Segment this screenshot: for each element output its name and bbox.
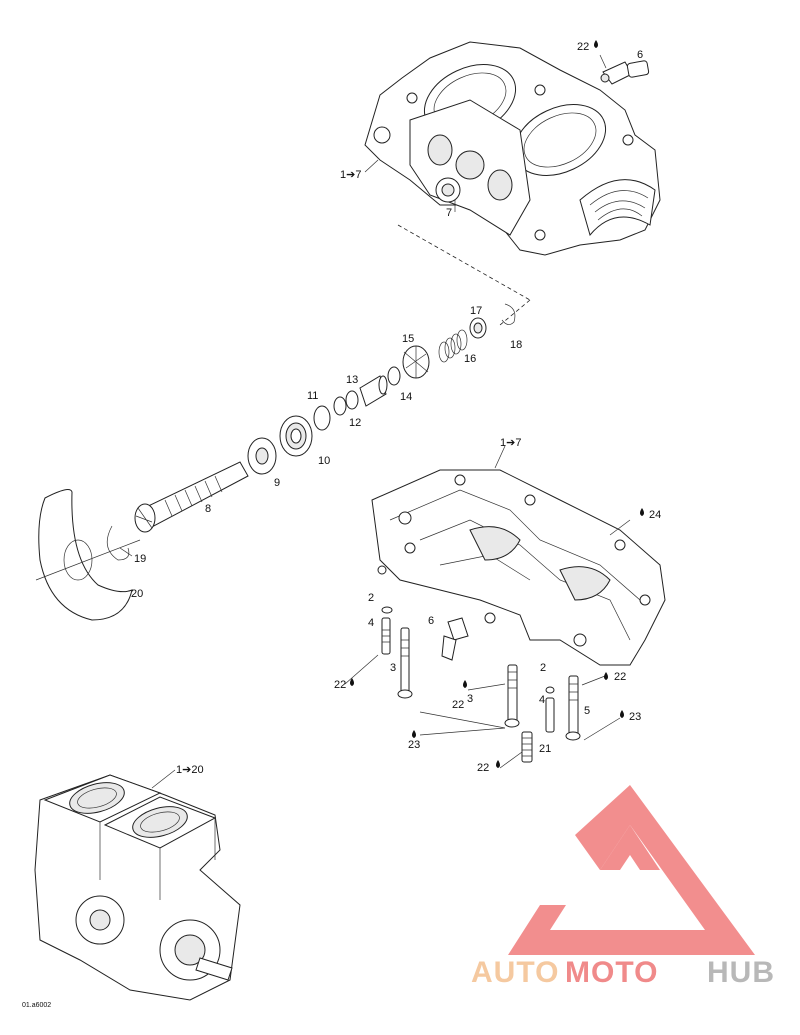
- drop-icon: [412, 730, 416, 738]
- label-22-bottom: 22: [477, 762, 489, 774]
- label-22-right: 22: [614, 671, 626, 683]
- label-3-left: 3: [390, 662, 396, 674]
- label-19: 19: [134, 553, 146, 565]
- automotohub-logo-icon: [508, 785, 755, 955]
- label-17: 17: [470, 305, 482, 317]
- drop-icon: [463, 680, 467, 688]
- label-23-right: 23: [629, 711, 641, 723]
- label-2-left: 2: [368, 592, 374, 604]
- label-2-right: 2: [540, 662, 546, 674]
- watermark-hub: HUB: [707, 956, 775, 989]
- label-22-mid: 22: [452, 699, 464, 711]
- label-20: 20: [131, 588, 143, 600]
- lower-crankcase-drawing: [344, 445, 666, 769]
- label-16: 16: [464, 353, 476, 365]
- label-11: 11: [307, 390, 318, 402]
- label-21: 21: [539, 743, 551, 755]
- label-ref-1-7-top: 1➔7: [340, 169, 361, 181]
- label-24: 24: [649, 509, 661, 521]
- shaft-assembly-drawing: [35, 303, 516, 621]
- label-4-right: 4: [539, 694, 545, 706]
- drop-icon: [350, 678, 354, 686]
- upper-crankcase-drawing: [364, 41, 661, 326]
- label-6-top: 6: [637, 49, 643, 61]
- engine-thumbnail-drawing: [34, 769, 241, 1001]
- drop-icon: [496, 760, 500, 768]
- drop-icon: [604, 672, 608, 680]
- label-23-left: 23: [408, 739, 420, 751]
- drop-icon: [640, 508, 644, 516]
- label-7-top: 7: [446, 207, 452, 219]
- label-13: 13: [346, 374, 358, 386]
- automotohub-watermark: AUTO MOTO HUB: [471, 785, 775, 989]
- label-3-mid: 3: [467, 693, 473, 705]
- label-9: 9: [274, 477, 280, 489]
- label-6-lower: 6: [428, 615, 434, 627]
- label-ref-1-20: 1➔20: [176, 764, 204, 776]
- label-5: 5: [584, 705, 590, 717]
- watermark-moto: MOTO: [565, 956, 658, 989]
- label-22-left: 22: [334, 679, 346, 691]
- label-10: 10: [318, 455, 330, 467]
- document-code: 01.a6002: [22, 1002, 51, 1009]
- label-22-top: 22: [577, 41, 589, 53]
- label-4-left: 4: [368, 617, 374, 629]
- part-labels: 22 6 1➔7 7 17 18 15 16 13 14 11 12 10 9 …: [22, 40, 661, 1009]
- label-18: 18: [510, 339, 522, 351]
- watermark-auto: AUTO: [471, 956, 559, 989]
- drop-icon: [594, 40, 598, 48]
- drop-icon: [620, 710, 624, 718]
- label-ref-1-7-lower: 1➔7: [500, 437, 521, 449]
- label-12: 12: [349, 417, 361, 429]
- label-8: 8: [205, 503, 211, 515]
- label-14: 14: [400, 391, 412, 403]
- label-15: 15: [402, 333, 414, 345]
